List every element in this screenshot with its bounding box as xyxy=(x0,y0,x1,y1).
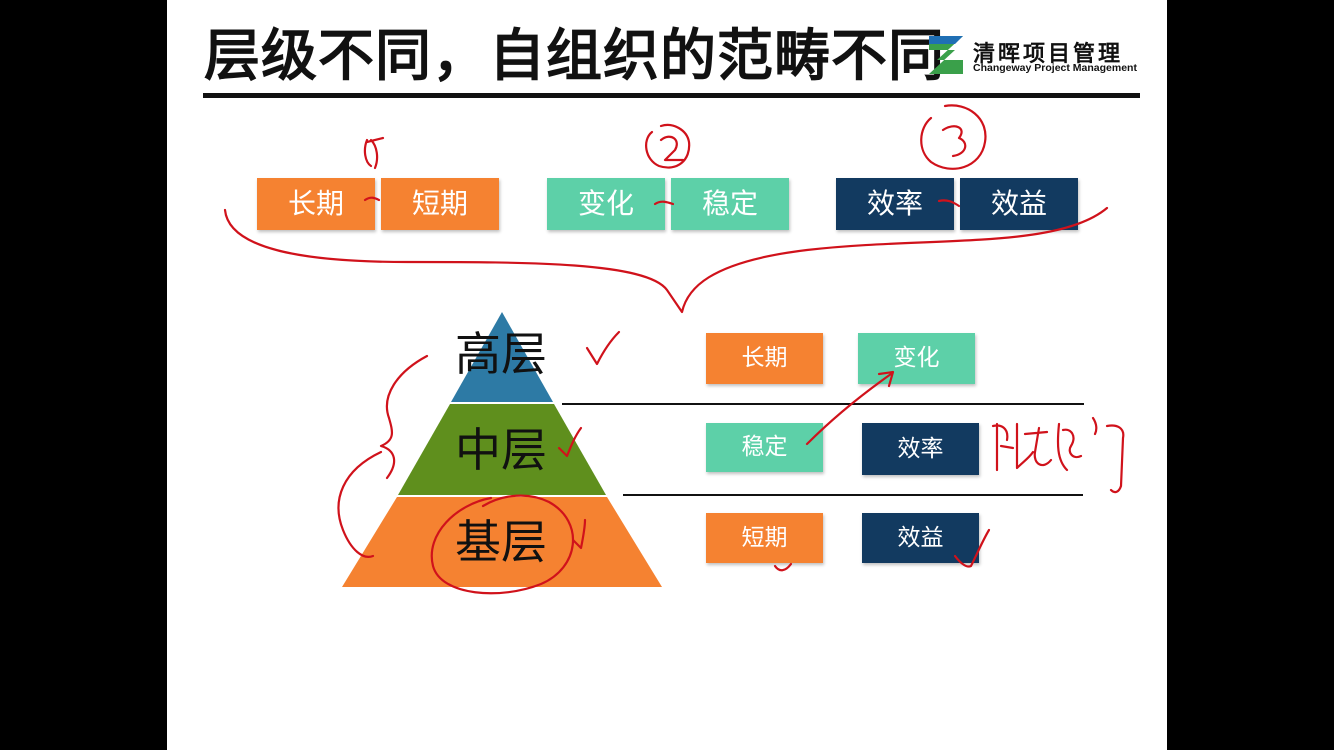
pair-2-right: 稳定 xyxy=(671,178,789,230)
logo-english-name: Changeway Project Management xyxy=(973,62,1137,74)
title-underline xyxy=(203,93,1140,98)
high-tier-tag-2: 变化 xyxy=(858,333,975,384)
logo-chinese-name: 清晖项目管理 xyxy=(973,42,1124,67)
mid-tier-tag-1: 稳定 xyxy=(706,423,823,472)
slide-title: 层级不同，自组织的范畴不同 xyxy=(204,24,945,89)
mid-tier-tag-2: 效率 xyxy=(862,423,979,475)
pyramid-middle-tier xyxy=(398,404,606,495)
ink-number-2 xyxy=(645,123,691,169)
brand-logo: 清晖项目管理 Changeway Project Management xyxy=(923,30,1137,80)
ink-number-3 xyxy=(920,104,987,170)
tier-divider-upper xyxy=(562,403,1084,405)
pair-3-right: 效益 xyxy=(960,178,1078,230)
pair-1-right: 短期 xyxy=(381,178,499,230)
ink-handwriting xyxy=(991,416,1125,494)
pyramid-top-tier xyxy=(451,312,553,402)
tier-label-mid: 中层 xyxy=(455,423,547,477)
slide: 层级不同，自组织的范畴不同 清晖项目管理 Changeway Project M… xyxy=(167,0,1167,750)
tier-label-base: 基层 xyxy=(455,515,547,569)
tier-divider-lower xyxy=(623,494,1083,496)
pair-1-left: 长期 xyxy=(257,178,375,230)
base-tier-tag-1: 短期 xyxy=(706,513,823,563)
pair-2-left: 变化 xyxy=(547,178,665,230)
handwritten-annotations xyxy=(223,104,1125,595)
tier-label-high: 高层 xyxy=(455,327,547,381)
logo-mark-icon xyxy=(929,36,963,74)
high-tier-tag-1: 长期 xyxy=(706,333,823,384)
base-tier-tag-2: 效益 xyxy=(862,513,979,563)
ink-check-short xyxy=(773,562,793,572)
pair-3-left: 效率 xyxy=(836,178,954,230)
ink-number-1 xyxy=(363,136,385,170)
